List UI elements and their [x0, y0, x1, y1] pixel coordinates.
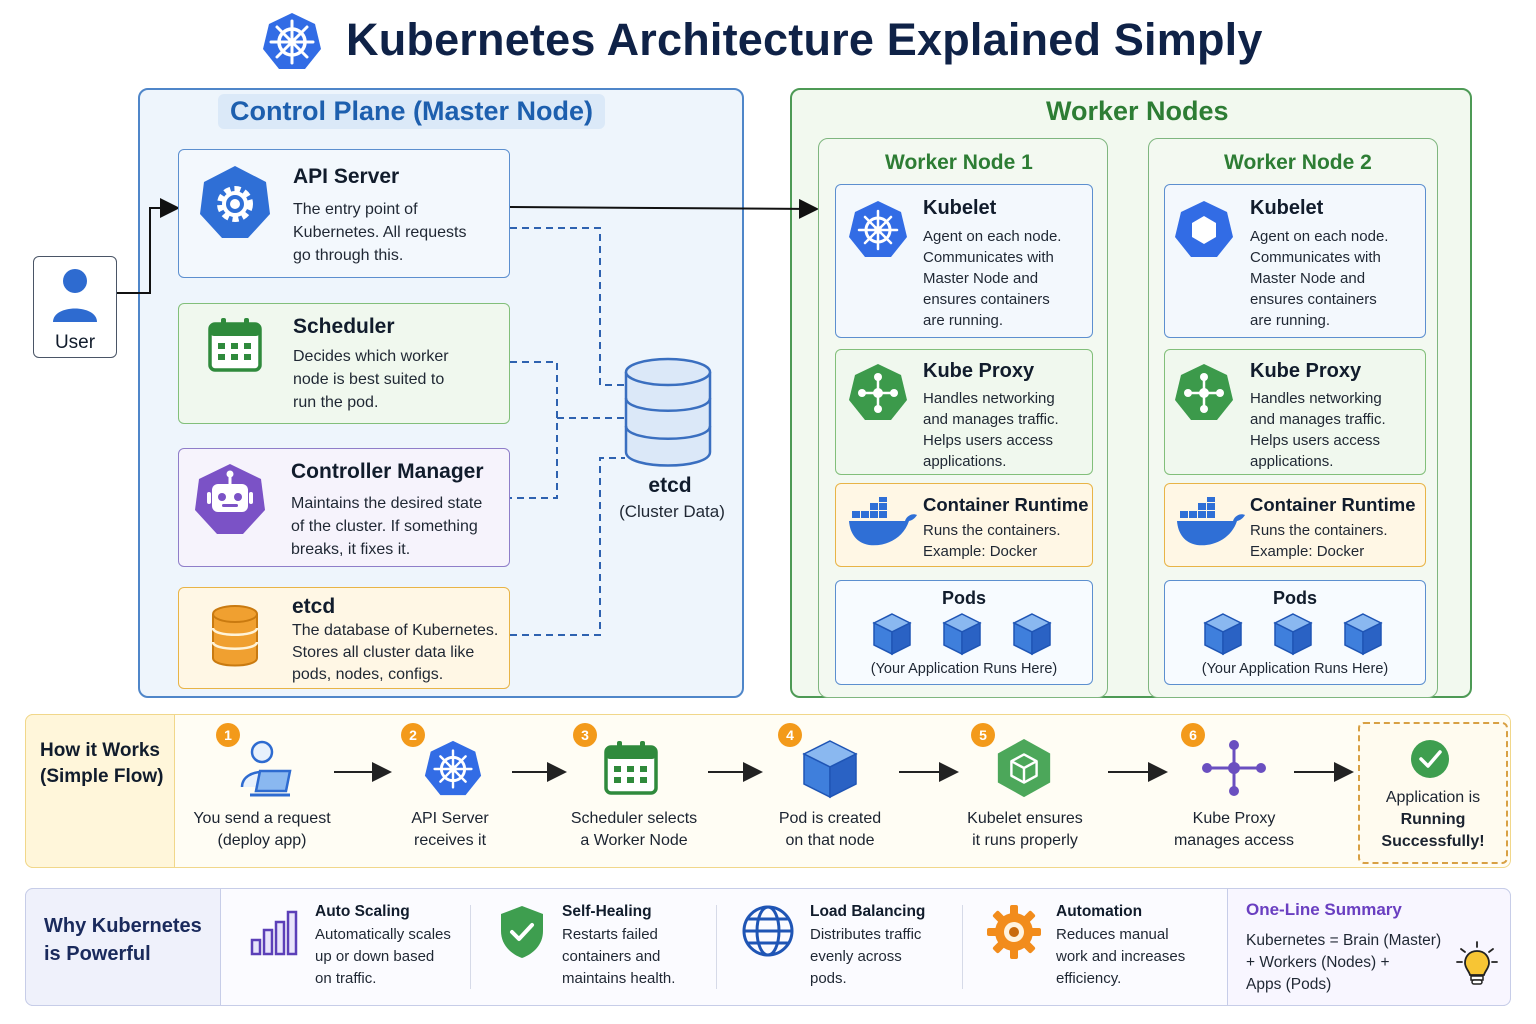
- bar-chart-icon: [250, 910, 298, 956]
- container-runtime-desc-1: Runs the containers. Example: Docker: [923, 522, 1061, 560]
- auto-scaling-title: Auto Scaling: [315, 903, 410, 920]
- kubelet-title-1: Kubelet: [923, 197, 997, 219]
- step-3-badge: 3: [573, 723, 597, 747]
- pods-note-1: (Your Application Runs Here): [870, 661, 1058, 677]
- docker-whale-icon: [849, 497, 917, 546]
- hexagon-cube-icon: [997, 738, 1051, 798]
- flow-final-text: Application is Running Successfully!: [1381, 789, 1485, 850]
- api-server-desc: The entry point of Kubernetes. All reque…: [293, 201, 467, 264]
- pod-cubes-icon: [1203, 613, 1383, 656]
- etcd-store-sublabel: (Cluster Data): [619, 502, 725, 521]
- page-title: Kubernetes Architecture Explained Simply: [346, 14, 1263, 65]
- helm-wheel-icon: [849, 201, 907, 257]
- scheduler-title: Scheduler: [293, 315, 395, 338]
- container-runtime-title-1: Container Runtime: [923, 494, 1089, 515]
- docker-whale-icon: [1177, 497, 1245, 546]
- database-icon: [211, 605, 259, 667]
- check-circle-icon: [1411, 740, 1449, 778]
- kubelet-title-2: Kubelet: [1250, 197, 1324, 219]
- shield-check-icon: [501, 906, 543, 958]
- cube-icon: [802, 740, 858, 799]
- worker-node-2-title: Worker Node 2: [1224, 151, 1372, 174]
- user-laptop-icon: [240, 740, 292, 797]
- step-5-badge: 5: [971, 723, 995, 747]
- summary-text: Kubernetes = Brain (Master)+ Workers (No…: [1246, 932, 1442, 993]
- etcd-card-desc: The database of Kubernetes. Stores all c…: [292, 622, 499, 683]
- api-server-title: API Server: [293, 165, 400, 188]
- user-label: User: [54, 332, 96, 353]
- step-2-badge: 2: [401, 723, 425, 747]
- flow-final-box: [1358, 722, 1508, 864]
- etcd-store-label: etcd: [648, 474, 692, 497]
- kubelet-desc-2: Agent on each node. Communicates with Ma…: [1250, 228, 1389, 329]
- divider: [716, 905, 717, 989]
- step-1-label: You send a request(deploy app): [193, 810, 331, 849]
- control-plane-title: Control Plane (Master Node): [218, 94, 606, 129]
- calendar-icon: [604, 741, 658, 795]
- kube-proxy-desc-2: Handles networking and manages traffic. …: [1250, 390, 1386, 470]
- why-heading-box: [25, 888, 221, 1006]
- flow-heading-box: [25, 714, 175, 868]
- divider: [470, 905, 471, 989]
- robot-icon: [195, 464, 265, 534]
- light-bulb-icon: [1456, 941, 1498, 985]
- step-6-badge: 6: [1181, 723, 1205, 747]
- gear-hexagon-icon: [200, 166, 270, 238]
- summary-box: [1227, 888, 1511, 1006]
- pod-cubes-icon: [872, 613, 1052, 656]
- etcd-cylinder-icon: [624, 357, 712, 467]
- automation-title: Automation: [1056, 903, 1143, 920]
- flow-heading-line-2: (Simple Flow): [40, 766, 164, 787]
- divider: [962, 905, 963, 989]
- controller-manager-desc: Maintains the desired state of the clust…: [291, 495, 483, 558]
- network-icon: [1202, 740, 1266, 796]
- summary-title: One-Line Summary: [1246, 900, 1402, 919]
- network-hexagon-icon: [1175, 364, 1233, 420]
- pods-title-1: Pods: [941, 588, 986, 608]
- why-heading-line-1: Why Kubernetes: [44, 915, 202, 937]
- controller-manager-title: Controller Manager: [291, 460, 484, 483]
- container-runtime-title-2: Container Runtime: [1250, 494, 1416, 515]
- kube-proxy-desc-1: Handles networking and manages traffic. …: [923, 390, 1059, 470]
- network-hexagon-icon: [849, 364, 907, 420]
- hexagon-icon: [1175, 201, 1233, 257]
- kubelet-desc-1: Agent on each node. Communicates with Ma…: [923, 228, 1062, 329]
- kube-proxy-title-1: Kube Proxy: [923, 360, 1035, 382]
- kube-proxy-title-2: Kube Proxy: [1250, 360, 1362, 382]
- step-1-badge: 1: [216, 723, 240, 747]
- user-icon: [53, 269, 97, 322]
- self-healing-title: Self-Healing: [562, 903, 652, 920]
- load-balancing-title: Load Balancing: [810, 903, 926, 920]
- globe-icon: [742, 905, 794, 957]
- gear-icon: [987, 905, 1041, 959]
- kubernetes-logo-icon: [263, 13, 321, 69]
- step-4-badge: 4: [778, 723, 802, 747]
- pods-note-2: (Your Application Runs Here): [1201, 661, 1389, 677]
- scheduler-desc: Decides which worker node is best suited…: [293, 348, 449, 411]
- pods-title-2: Pods: [1272, 588, 1317, 608]
- calendar-icon: [208, 318, 262, 372]
- worker-nodes-title: Worker Nodes: [1046, 96, 1229, 126]
- flow-heading-line-1: How it Works: [40, 740, 160, 761]
- container-runtime-desc-2: Runs the containers. Example: Docker: [1250, 522, 1388, 560]
- why-heading-line-2: is Powerful: [44, 943, 151, 965]
- etcd-card-title: etcd: [292, 595, 336, 618]
- worker-node-1-title: Worker Node 1: [885, 151, 1033, 174]
- helm-wheel-icon: [424, 740, 482, 796]
